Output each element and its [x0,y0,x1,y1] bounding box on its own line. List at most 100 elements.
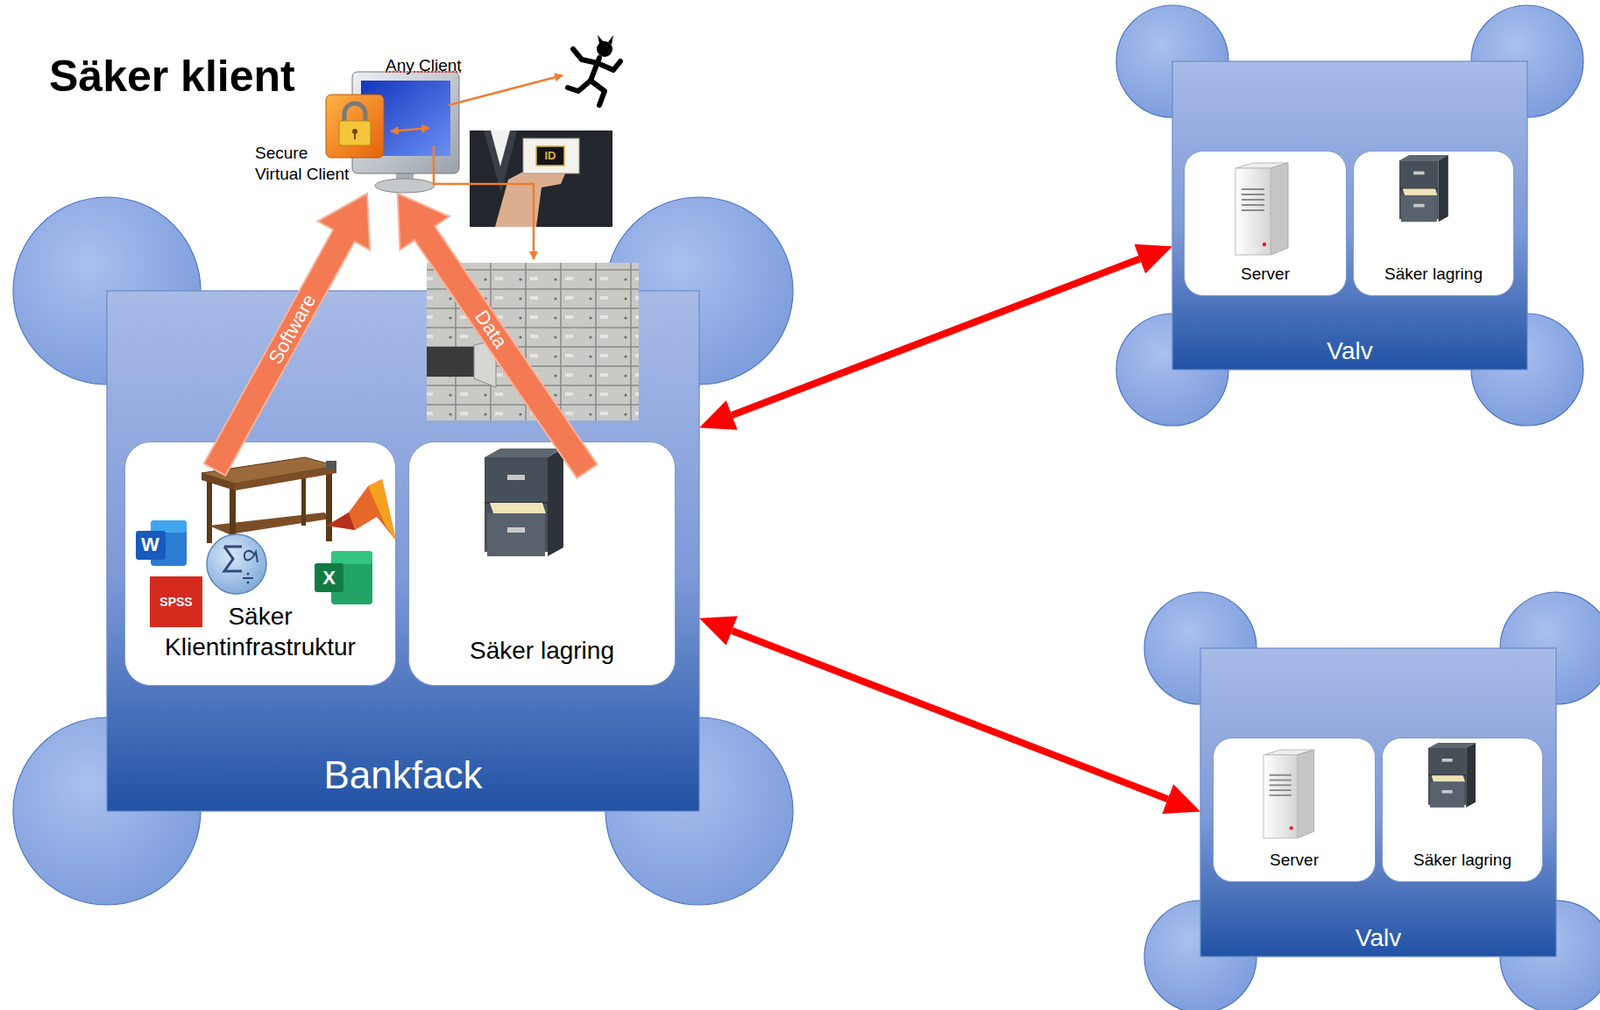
storage-cabinet-icon [1399,155,1476,808]
safe-deposit-photo [426,262,639,421]
box-label: Server [1240,263,1290,285]
workbench-picture [201,457,337,484]
workbench-picture [325,473,333,542]
thin-flow-lines [390,75,563,260]
monitor-picture [396,171,414,183]
monitor-picture [352,71,460,174]
sigma-icon [247,573,250,576]
storage-cabinet-icon [1399,155,1449,222]
sigma-icon [242,577,254,580]
monitor-picture [375,178,435,193]
matlab-icon [326,479,397,541]
excel-icon [314,563,344,593]
running-figure [608,35,614,45]
server-icon [1263,750,1315,839]
running-figure [567,49,621,106]
thin-flow-lines [390,127,430,132]
thin-flow-lines [448,75,563,106]
sigma-icon [206,534,267,595]
region-title: Valv [1326,335,1373,367]
data-flow-arrow [373,176,613,489]
storage-cabinet-icon [1428,743,1476,808]
infrastructure-box: Säker Klientinfrastruktur [124,441,397,687]
lock-panel [353,132,356,140]
excel-icon [331,551,373,565]
matlab-icon [326,479,397,541]
hand-id-card-photo [495,164,567,227]
monitor-picture [361,80,451,156]
sigma-icon [224,546,242,572]
double-arrow-connector [731,630,1168,800]
lock-panel [339,120,371,146]
icon-letter: SPSS [159,594,192,610]
safe-deposit-photo [426,262,639,421]
thin-flow-lines [433,145,534,260]
hand-id-card-photo [483,130,517,193]
sigma-icon [247,581,250,585]
sigma-icon [206,534,267,595]
storage-box: Säker lagring [408,441,676,687]
workbench-picture [208,512,332,535]
hand-id-card-photo [469,130,613,227]
running-figure [590,57,600,81]
box-label: Säker lagring [1413,849,1512,871]
server-icon [1235,162,1289,255]
software-flow-arrow [188,178,394,484]
client-label: Secure Virtual Client [254,142,354,185]
hand-id-card-photo [490,130,510,167]
card-text: ID [545,148,557,163]
workbench-picture [201,473,235,491]
storage-box: Säker lagring [1352,150,1515,297]
sigma-icon [244,551,258,563]
spss-icon [149,576,203,628]
lock-panel [352,128,358,135]
hand-id-card-photo [536,146,565,166]
box-label: Server [1269,849,1319,871]
word-icon [135,530,166,560]
workbench-picture [206,480,213,544]
filing-cabinet-icon [484,448,564,557]
data-flow-arrow [373,176,613,489]
box-label: Säker lagring [1384,263,1483,285]
hand-id-card-photo [523,138,580,174]
excel-icon [314,551,373,605]
vault-region: ValvServerSäker lagring [1144,592,1600,1010]
workbench-picture [234,466,337,491]
workbench-picture [325,460,337,470]
running-figure [596,41,613,57]
running-figure [597,61,621,71]
safe-deposit-photo [426,346,475,377]
word-icon [135,520,187,567]
vault-region: Valv Server Säker lagring [1116,5,1584,426]
workbench-picture [229,488,236,557]
server-box: Server [1183,150,1347,297]
lock-panel [325,94,384,158]
workbench-picture [301,464,306,526]
running-figure [597,35,604,44]
matlab-icon [326,512,355,531]
lock-panel [344,103,366,123]
server-icon [1235,162,1315,839]
spss-icon [149,576,203,628]
lock-panel [325,94,384,158]
box-label: Säker lagring [469,635,615,666]
filing-cabinet-icon [484,448,564,557]
hand-id-card-photo [469,130,613,227]
workbench-picture [201,457,337,557]
running-figure [590,80,605,106]
software-flow-arrow [188,178,394,484]
box-label: Säker Klientinfrastruktur [134,601,387,663]
storage-box: Säker lagring [1381,737,1544,883]
region-title: Bankfack [324,752,483,800]
server-box: Server [1212,737,1376,883]
word-icon [150,520,187,533]
excel-icon [331,551,373,605]
region-body [1200,648,1557,957]
region-body [1172,61,1528,370]
icon-letter: W [141,533,160,557]
bankfack-region: Bankfack Säker KlientinfrastrukturSäker l… [13,197,793,906]
region-body [106,290,700,812]
matlab-icon [368,479,397,541]
